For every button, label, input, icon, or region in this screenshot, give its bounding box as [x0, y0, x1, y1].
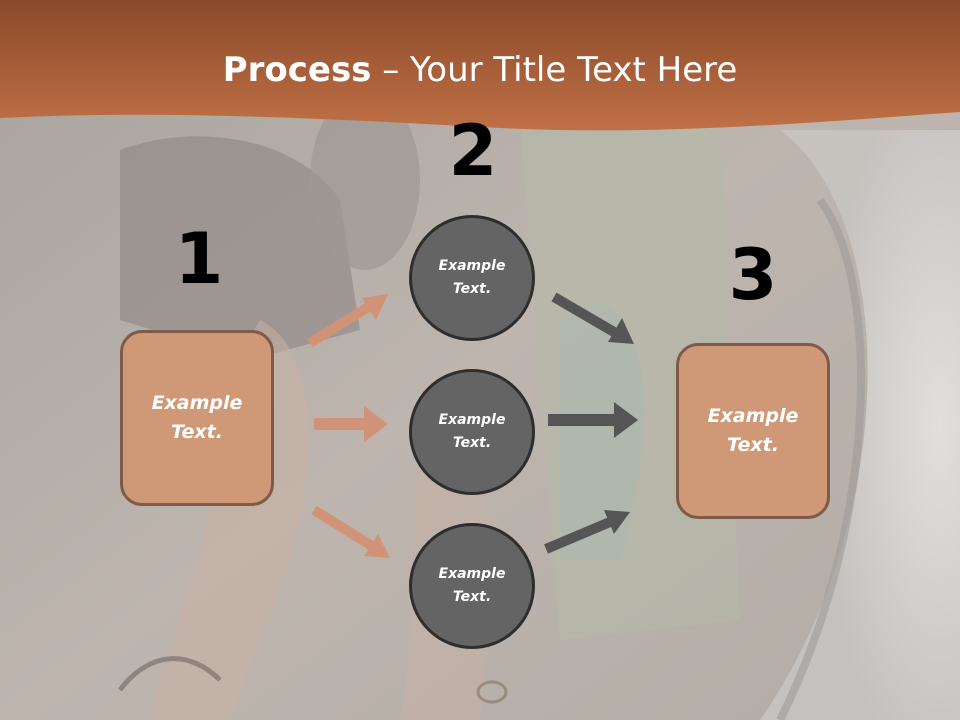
arrow-left-to-top — [307, 294, 388, 348]
step-number-3: 3 — [728, 234, 778, 316]
input-box: Example Text. — [120, 330, 274, 506]
arrow-left-to-middle — [314, 406, 388, 442]
slide-title: Process – Your Title Text Here — [0, 50, 960, 90]
process-circle-top-text: Example Text. — [438, 258, 506, 297]
arrow-left-to-bottom — [311, 505, 390, 558]
output-box: Example Text. — [676, 343, 830, 519]
title-rest: – Your Title Text Here — [371, 50, 738, 90]
arrow-middle-to-right — [548, 402, 638, 438]
output-box-text: Example Text. — [707, 405, 799, 456]
step-number-1: 1 — [174, 218, 224, 300]
title-bold: Process — [222, 50, 372, 90]
arrow-bottom-to-right — [544, 510, 630, 554]
arrow-top-to-right — [551, 292, 634, 344]
header-band — [0, 0, 960, 131]
process-circle-bottom: Example Text. — [409, 523, 535, 649]
process-circle-middle: Example Text. — [409, 369, 535, 495]
input-box-text: Example Text. — [151, 392, 243, 443]
process-circle-middle-text: Example Text. — [438, 412, 506, 451]
process-circle-top: Example Text. — [409, 215, 535, 341]
step-number-2: 2 — [448, 110, 498, 192]
process-circle-bottom-text: Example Text. — [438, 566, 506, 605]
